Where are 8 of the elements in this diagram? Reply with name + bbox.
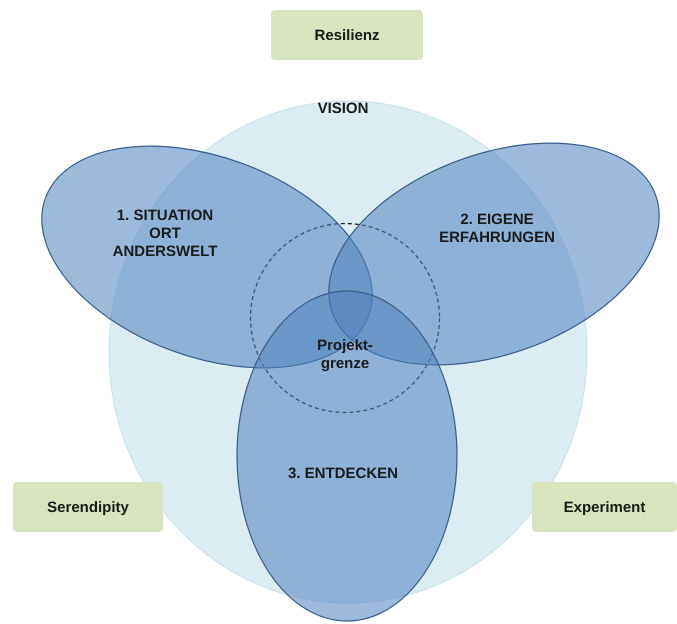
region-label: Projekt- grenze <box>316 337 374 373</box>
region-label: 2. EIGENE ERFAHRUNGEN <box>438 211 556 247</box>
label-box: Resilienz <box>271 10 423 60</box>
label-box: Serendipity <box>13 482 163 532</box>
label-box: Experiment <box>532 482 677 532</box>
region-label: 1. SITUATION ORT ANDERSWELT <box>112 207 218 261</box>
region-label: VISION <box>316 100 370 118</box>
region-label: 3. ENTDECKEN <box>286 465 400 483</box>
